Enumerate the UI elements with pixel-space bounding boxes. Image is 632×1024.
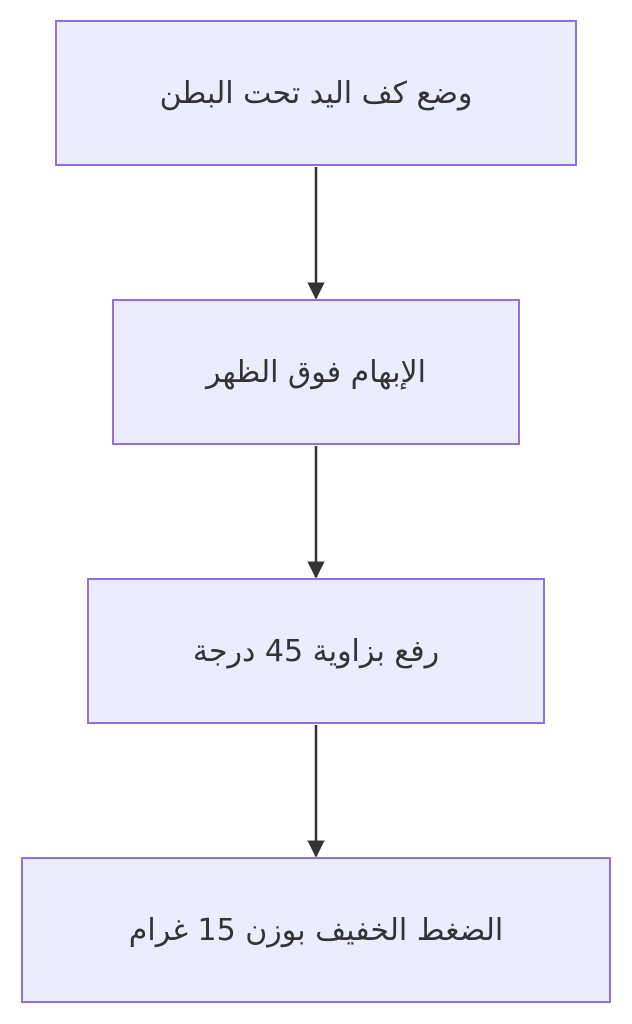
flow-node-label: الضغط الخفيف بوزن 15 غرام bbox=[128, 912, 504, 948]
flow-node-thumb-on-back: الإبهام فوق الظهر bbox=[112, 299, 520, 445]
flow-node-place-palm: وضع كف اليد تحت البطن bbox=[55, 20, 577, 166]
flow-node-lift-45-degrees: رفع بزاوية 45 درجة bbox=[87, 578, 545, 724]
flow-node-label: الإبهام فوق الظهر bbox=[206, 354, 426, 390]
flow-node-light-pressure: الضغط الخفيف بوزن 15 غرام bbox=[21, 857, 611, 1003]
flow-node-label: رفع بزاوية 45 درجة bbox=[192, 633, 440, 669]
flow-node-label: وضع كف اليد تحت البطن bbox=[159, 75, 473, 111]
